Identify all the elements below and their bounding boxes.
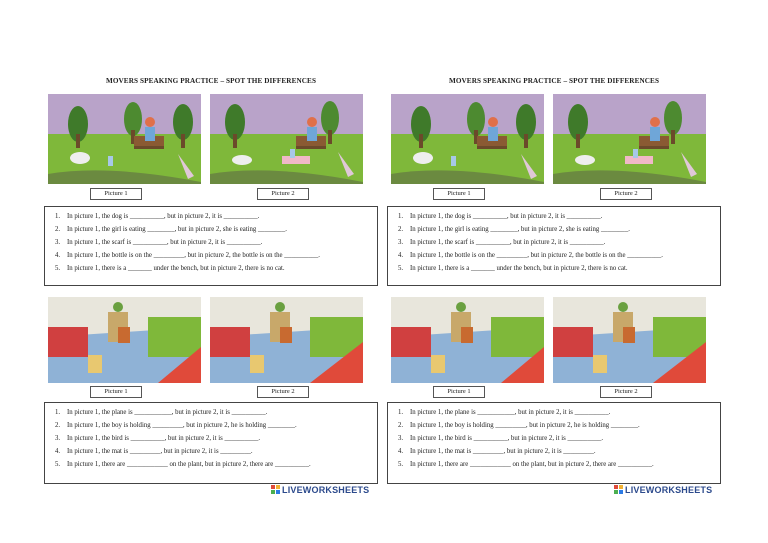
- picture-1-caption: Picture 1: [90, 188, 142, 200]
- picture-2-caption: Picture 2: [257, 188, 309, 200]
- room-picture-2: [553, 297, 706, 383]
- question-item: 5.In picture 1, there is a _______ under…: [55, 265, 285, 272]
- liveworksheets-logo: LIVEWORKSHEETS: [614, 485, 744, 499]
- room-scene-2: [553, 297, 706, 383]
- park-scene-2: [553, 94, 706, 184]
- picture-2-caption: Picture 2: [600, 386, 652, 398]
- question-item: 3.In picture 1, the bird is __________, …: [55, 435, 261, 442]
- picture-2-caption: Picture 2: [257, 386, 309, 398]
- room-pictures: Picture 1 Picture 2: [387, 297, 721, 402]
- question-item: 5.In picture 1, there are ____________ o…: [55, 461, 311, 468]
- picture-2-caption: Picture 2: [600, 188, 652, 200]
- question-item: 5.In picture 1, there is a _______ under…: [398, 265, 628, 272]
- question-item: 4.In picture 1, the bottle is on the ___…: [55, 252, 320, 259]
- question-item: 2.In picture 1, the boy is holding _____…: [398, 422, 640, 429]
- room-scene-2: [210, 297, 363, 383]
- room-picture-1: [391, 297, 544, 383]
- room-picture-2: [210, 297, 363, 383]
- worksheet-left: MOVERS SPEAKING PRACTICE – SPOT THE DIFF…: [44, 74, 378, 484]
- park-picture-1: [391, 94, 544, 184]
- park-pictures: Picture 1 Picture 2: [44, 94, 378, 206]
- worksheet-right: MOVERS SPEAKING PRACTICE – SPOT THE DIFF…: [387, 74, 721, 484]
- park-picture-2: [210, 94, 363, 184]
- question-item: 3.In picture 1, the scarf is __________,…: [55, 239, 263, 246]
- park-questions-box: 1.In picture 1, the dog is __________, b…: [44, 206, 378, 286]
- question-item: 2.In picture 1, the girl is eating _____…: [55, 226, 287, 233]
- room-picture-1: [48, 297, 201, 383]
- park-picture-2: [553, 94, 706, 184]
- park-questions-box: 1.In picture 1, the dog is __________, b…: [387, 206, 721, 286]
- question-item: 4.In picture 1, the mat is _________, bu…: [55, 448, 253, 455]
- room-scene-1: [48, 297, 201, 383]
- question-item: 5.In picture 1, there are ____________ o…: [398, 461, 654, 468]
- park-picture-1: [48, 94, 201, 184]
- picture-1-caption: Picture 1: [90, 386, 142, 398]
- liveworksheets-icon: [614, 485, 623, 494]
- question-item: 4.In picture 1, the bottle is on the ___…: [398, 252, 663, 259]
- worksheet-title: MOVERS SPEAKING PRACTICE – SPOT THE DIFF…: [105, 77, 317, 85]
- question-item: 4.In picture 1, the mat is _________, bu…: [398, 448, 596, 455]
- room-pictures: Picture 1 Picture 2: [44, 297, 378, 402]
- question-item: 1.In picture 1, the plane is ___________…: [55, 409, 268, 416]
- question-item: 1.In picture 1, the plane is ___________…: [398, 409, 611, 416]
- park-scene-2: [210, 94, 363, 184]
- park-scene-1: [391, 94, 544, 184]
- picture-1-caption: Picture 1: [433, 386, 485, 398]
- question-item: 1.In picture 1, the dog is __________, b…: [398, 213, 603, 220]
- room-questions-box: 1.In picture 1, the plane is ___________…: [44, 402, 378, 484]
- room-scene-1: [391, 297, 544, 383]
- liveworksheets-logo: LIVEWORKSHEETS: [271, 485, 401, 499]
- room-questions-box: 1.In picture 1, the plane is ___________…: [387, 402, 721, 484]
- question-item: 3.In picture 1, the bird is __________, …: [398, 435, 604, 442]
- liveworksheets-icon: [271, 485, 280, 494]
- question-item: 3.In picture 1, the scarf is __________,…: [398, 239, 606, 246]
- park-scene-1: [48, 94, 201, 184]
- question-item: 2.In picture 1, the boy is holding _____…: [55, 422, 297, 429]
- question-item: 2.In picture 1, the girl is eating _____…: [398, 226, 630, 233]
- question-item: 1.In picture 1, the dog is __________, b…: [55, 213, 260, 220]
- park-pictures: Picture 1 Picture 2: [387, 94, 721, 206]
- worksheet-title: MOVERS SPEAKING PRACTICE – SPOT THE DIFF…: [448, 77, 660, 85]
- picture-1-caption: Picture 1: [433, 188, 485, 200]
